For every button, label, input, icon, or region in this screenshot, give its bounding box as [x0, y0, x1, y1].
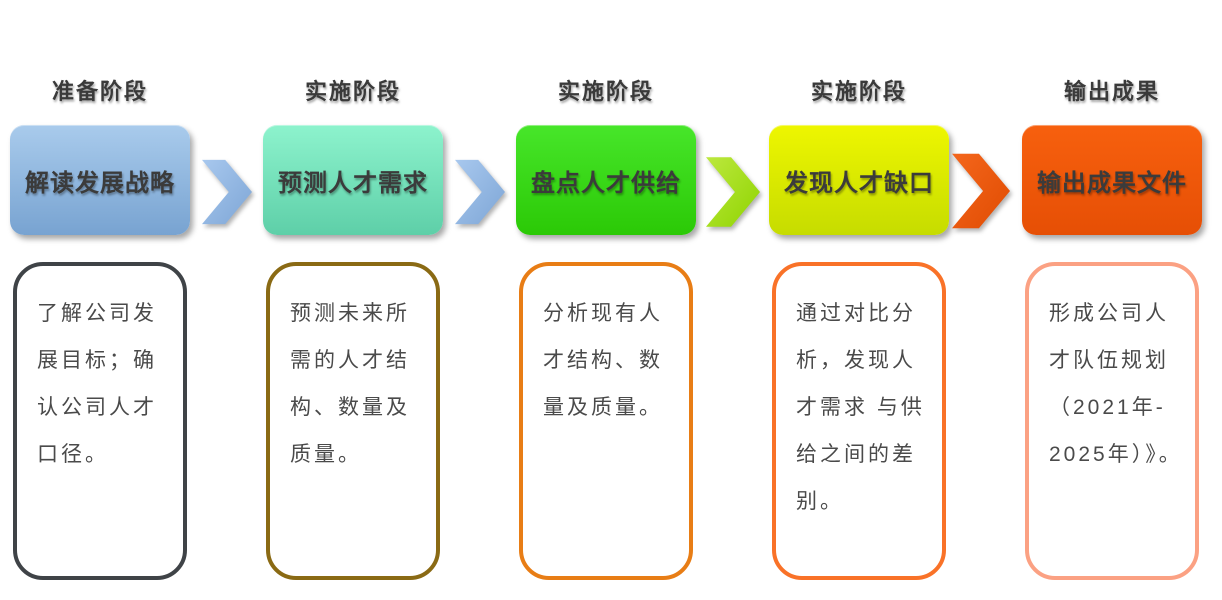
stage-title: 解读发展战略: [25, 169, 175, 197]
chevron-right-arrow-icon: [455, 159, 505, 225]
desc-line: 量及质量。: [543, 396, 663, 419]
stage-box: 发现人才缺口: [769, 125, 949, 235]
stage-box: 预测人才需求: [263, 125, 443, 235]
desc-line: 析，发现人: [796, 349, 916, 372]
phase-label: 输出成果: [1063, 79, 1160, 104]
stage-description-box: 形成公司人 才队伍规划 （2021年- 2025年）》。: [1025, 262, 1199, 580]
desc-line: （2021年-: [1049, 396, 1166, 419]
desc-line: 通过对比分: [796, 302, 916, 325]
stage-column-5: 输出成果 输出成果文件 形成公司人 才队伍规划 （2021年- 2025年）》。: [1022, 0, 1202, 600]
stage-box: 解读发展战略: [10, 125, 190, 235]
desc-line: 质量。: [290, 443, 362, 466]
stage-title: 预测人才需求: [278, 169, 428, 197]
phase-label: 实施阶段: [557, 79, 654, 104]
stage-box: 盘点人才供给: [516, 125, 696, 235]
chevron-right-arrow-icon: [706, 157, 760, 227]
desc-line: 分析现有人: [543, 302, 663, 325]
stage-column-4: 实施阶段 发现人才缺口 通过对比分 析，发现人 才需求 与供 给之间的差 别。: [769, 0, 949, 600]
desc-line: 形成公司人: [1049, 302, 1169, 325]
stage-description-box: 分析现有人 才结构、数 量及质量。: [519, 262, 693, 580]
desc-line: 展目标；确: [37, 349, 157, 372]
stage-box: 输出成果文件: [1022, 125, 1202, 235]
stage-title: 输出成果文件: [1037, 169, 1187, 197]
desc-line: 才需求 与供: [796, 396, 925, 419]
desc-line: 口径。: [37, 443, 109, 466]
desc-line: 才队伍规划: [1049, 349, 1169, 372]
desc-line: 认公司人才: [37, 396, 157, 419]
desc-line: 构、数量及: [290, 396, 410, 419]
desc-line: 预测未来所: [290, 302, 410, 325]
desc-line: 才结构、数: [543, 349, 663, 372]
stage-title: 盘点人才供给: [531, 169, 681, 197]
stage-title: 发现人才缺口: [784, 169, 934, 197]
stage-description-box: 了解公司发 展目标；确 认公司人才 口径。: [13, 262, 187, 580]
desc-line: 别。: [796, 490, 844, 513]
stage-description-box: 通过对比分 析，发现人 才需求 与供 给之间的差 别。: [772, 262, 946, 580]
desc-line: 了解公司发: [37, 302, 157, 325]
stage-description-box: 预测未来所 需的人才结 构、数量及 质量。: [266, 262, 440, 580]
phase-label: 实施阶段: [810, 79, 907, 104]
stage-column-2: 实施阶段 预测人才需求 预测未来所 需的人才结 构、数量及 质量。: [263, 0, 443, 600]
desc-line: 给之间的差: [796, 443, 916, 466]
phase-label: 准备阶段: [51, 79, 148, 104]
desc-line: 需的人才结: [290, 349, 410, 372]
stage-column-3: 实施阶段 盘点人才供给 分析现有人 才结构、数 量及质量。: [516, 0, 696, 600]
phase-label: 实施阶段: [304, 79, 401, 104]
stage-column-1: 准备阶段 解读发展战略 了解公司发 展目标；确 认公司人才 口径。: [10, 0, 190, 600]
chevron-right-arrow-icon: [202, 159, 252, 225]
chevron-right-arrow-icon: [952, 153, 1010, 229]
desc-line: 2025年）》。: [1049, 443, 1183, 466]
